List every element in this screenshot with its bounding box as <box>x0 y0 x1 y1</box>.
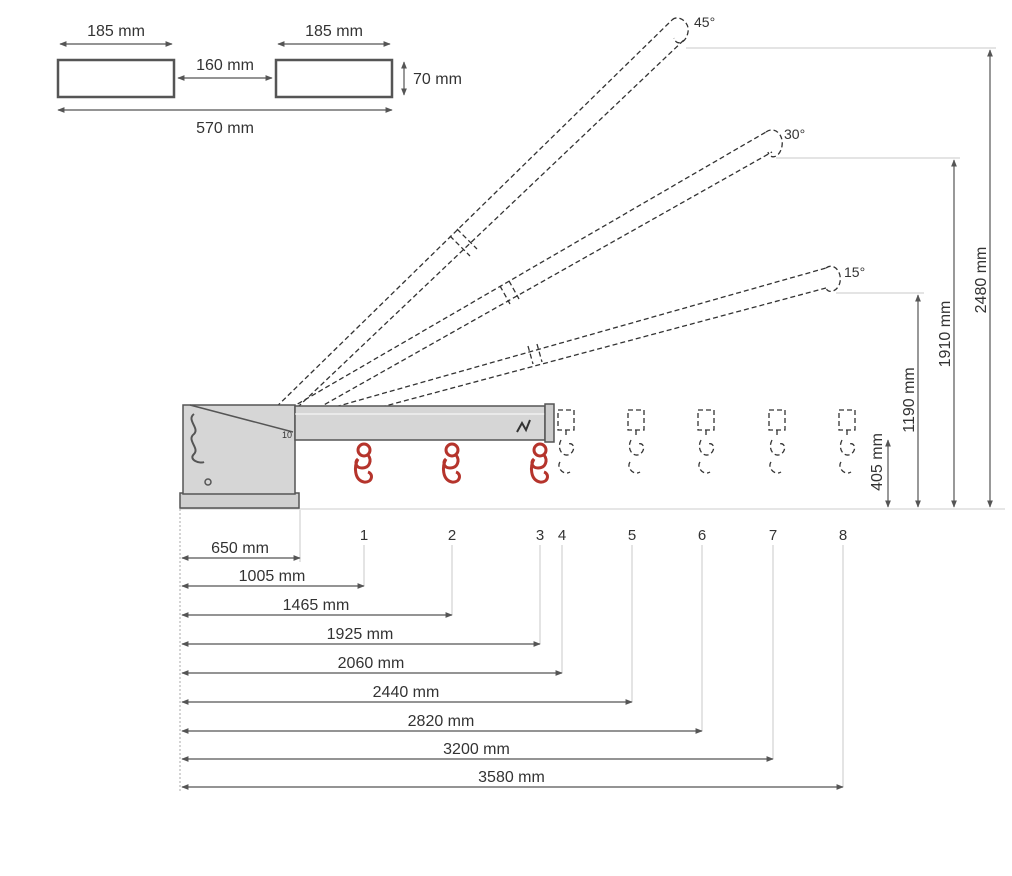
cross-section: 185 mm 185 mm 160 mm 70 mm 570 mm <box>56 23 462 137</box>
height-dimensions: 2480 mm 1910 mm 1190 mm 405 mm <box>686 47 996 508</box>
position-label: 2 <box>448 527 456 544</box>
position-label: 5 <box>628 527 636 544</box>
svg-text:10: 10 <box>282 430 292 440</box>
hook-icon <box>354 442 373 484</box>
position-label: 1 <box>360 527 368 544</box>
ghost-hook-icon <box>838 409 856 474</box>
height-horizontal: 405 mm <box>869 433 886 491</box>
cross-section-left-width: 185 mm <box>87 23 145 40</box>
boom-45 <box>264 17 689 425</box>
hook-icon <box>530 442 549 484</box>
boom-30 <box>269 129 783 429</box>
position-label: 3 <box>536 527 544 544</box>
distance-dimensions: 650 mm 1005 mm 1465 mm 1925 mm 2060 mm 2440 m… <box>181 540 844 790</box>
cross-section-total-width: 570 mm <box>196 120 254 137</box>
distance-label: 2440 mm <box>373 684 440 701</box>
distance-label: 1925 mm <box>327 626 394 643</box>
distance-label: 2060 mm <box>338 655 405 672</box>
pin-icon <box>516 419 531 433</box>
angle-15-label: 15° <box>844 264 865 280</box>
height-30: 1910 mm <box>937 301 954 368</box>
ghost-hook-icon <box>627 409 645 474</box>
ghost-hook-icon <box>557 409 575 474</box>
distance-label: 2820 mm <box>408 713 475 730</box>
cross-section-gap: 160 mm <box>196 57 254 74</box>
angle-45-label: 45° <box>694 14 715 30</box>
height-45: 2480 mm <box>973 247 990 314</box>
distance-label: 1465 mm <box>283 597 350 614</box>
height-15: 1190 mm <box>901 367 918 433</box>
distance-label: 3200 mm <box>443 741 510 758</box>
chain-icon <box>190 413 205 464</box>
position-label: 7 <box>769 527 777 544</box>
angle-30-label: 30° <box>784 126 805 142</box>
position-label: 4 <box>558 527 566 544</box>
position-label: 6 <box>698 527 706 544</box>
distance-label: 3580 mm <box>478 769 545 786</box>
distance-label: 1005 mm <box>239 568 306 585</box>
crane-mast <box>182 404 296 495</box>
ghost-hook-icon <box>768 409 786 474</box>
cross-section-left-channel <box>56 58 176 99</box>
cross-section-right-width: 185 mm <box>305 23 363 40</box>
distance-label: 650 mm <box>211 540 269 557</box>
crane-base-plate <box>179 492 300 509</box>
hook-icon <box>442 442 461 484</box>
cross-section-height: 70 mm <box>413 71 462 88</box>
position-label: 8 <box>839 527 847 544</box>
ghost-hook-icon <box>697 409 715 474</box>
cross-section-right-channel <box>274 58 394 99</box>
boom-horizontal <box>294 403 555 443</box>
crane-body: 10 <box>179 404 300 509</box>
